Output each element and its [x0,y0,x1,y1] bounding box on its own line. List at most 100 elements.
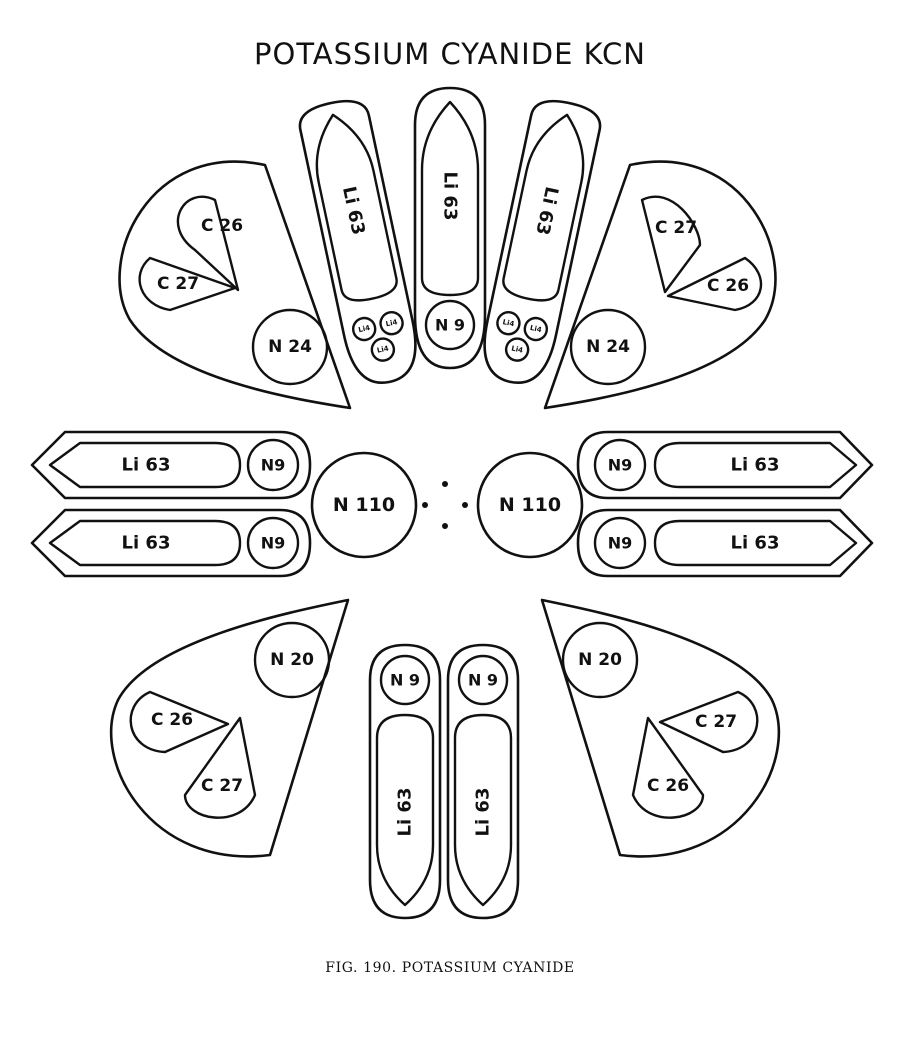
dot [442,481,448,487]
li63-label: Li 63 [122,455,171,476]
c26-lobe [176,195,240,292]
c26-label: C 26 [647,776,689,796]
top-left-teardrop-group: C 26 C 27 N 24 [118,160,352,410]
figure-caption: FIG. 190. POTASSIUM CYANIDE [325,960,574,976]
c27-label: C 27 [201,776,243,796]
center-dots [422,481,468,529]
li63-label: Li 63 [531,185,562,237]
top-left-li63-capsule: Li 63 Li4 Li4 Li4 [298,99,417,385]
n9-circle [379,654,431,706]
n9-circle [593,516,647,570]
c26-label: C 26 [201,216,243,236]
c26-lobe [666,256,763,312]
li63-lobe [48,519,242,567]
bottom-right-li63-capsule: N 9 Li 63 [446,643,520,920]
li4-circle [523,316,549,342]
li63-label: Li 63 [338,185,369,237]
c27-label: C 27 [655,218,697,238]
li63-lobe [453,713,513,907]
li4-label: Li4 [385,318,398,328]
li4-circle [379,311,404,336]
n9-label: N 9 [390,671,420,690]
top-right-li63-capsule: Li 63 Li4 Li4 Li4 [483,99,602,385]
n9-circle [246,438,300,492]
n9-label: N9 [608,534,633,553]
c27-lobe [183,716,257,819]
n9-label: N 9 [435,316,465,335]
teardrop-outline [118,160,352,410]
c27-label: C 27 [695,712,737,732]
figure-title: POTASSIUM CYANIDE KCN [254,37,646,71]
li4-label: Li4 [502,318,515,328]
capsule-outline [446,643,520,920]
dot [442,523,448,529]
capsule-outline [413,86,487,370]
li63-label: Li 63 [731,455,780,476]
n20-circle [253,621,331,699]
li4-label: Li4 [511,344,524,354]
teardrop-outline [543,160,777,410]
li63-lobe [502,113,585,302]
teardrop-outline [109,598,350,858]
n110-circle-left [310,451,418,559]
n24-circle [251,308,329,386]
c27-lobe [640,195,702,294]
dot [462,502,468,508]
n9-label: N9 [261,534,286,553]
li63-lobe [48,441,242,489]
n20-label: N 20 [270,650,314,670]
n24-label: N 24 [268,337,312,357]
n20-label: N 20 [578,650,622,670]
n9-circle [457,654,509,706]
li63-label: Li 63 [440,172,461,221]
n110-circle-right [476,451,584,559]
top-right-teardrop-group: C 27 C 26 N 24 [543,160,777,410]
li63-label: Li 63 [473,788,494,837]
c27-lobe [138,256,237,312]
right-lower-li63-capsule: Li 63 N9 [576,508,874,578]
li63-lobe [375,713,435,907]
li63-label: Li 63 [731,533,780,554]
c26-lobe [631,716,705,819]
capsule-outline [576,430,874,500]
n24-circle [569,308,647,386]
li63-lobe [653,441,858,489]
n20-circle [561,621,639,699]
li4-label: Li4 [529,324,542,334]
capsule-outline [298,99,417,385]
li4-label: Li4 [376,344,389,354]
capsule-outline [368,643,442,920]
right-upper-li63-capsule: Li 63 N9 [576,430,874,500]
li63-label: Li 63 [122,533,171,554]
n110-label: N 110 [499,494,561,516]
capsule-outline [576,508,874,578]
capsule-outline [483,99,602,385]
n9-label: N9 [608,456,633,475]
bottom-left-li63-capsule: N 9 Li 63 [368,643,442,920]
li4-label: Li4 [358,324,371,334]
top-center-li63-capsule: Li 63 N 9 [413,86,487,370]
li63-lobe [420,100,480,297]
n9-label: N 9 [468,671,498,690]
n9-circle [246,516,300,570]
li63-label: Li 63 [395,788,416,837]
capsule-outline [30,508,312,578]
li4-circle [504,337,530,362]
li4-circle [370,337,396,362]
teardrop-outline [540,598,781,858]
li4-circle [351,316,377,342]
c26-lobe [129,690,230,754]
bottom-left-teardrop-group: N 20 C 26 C 27 [109,598,350,858]
li4-circle [496,311,521,336]
c27-label: C 27 [157,274,199,294]
capsule-outline [30,430,312,500]
c26-label: C 26 [707,276,749,296]
n24-label: N 24 [586,337,630,357]
dot [422,502,428,508]
n9-circle [593,438,647,492]
left-lower-li63-capsule: Li 63 N9 [30,508,312,578]
bottom-right-teardrop-group: N 20 C 27 C 26 [540,598,781,858]
left-upper-li63-capsule: Li 63 N9 [30,430,312,500]
li63-lobe [653,519,858,567]
